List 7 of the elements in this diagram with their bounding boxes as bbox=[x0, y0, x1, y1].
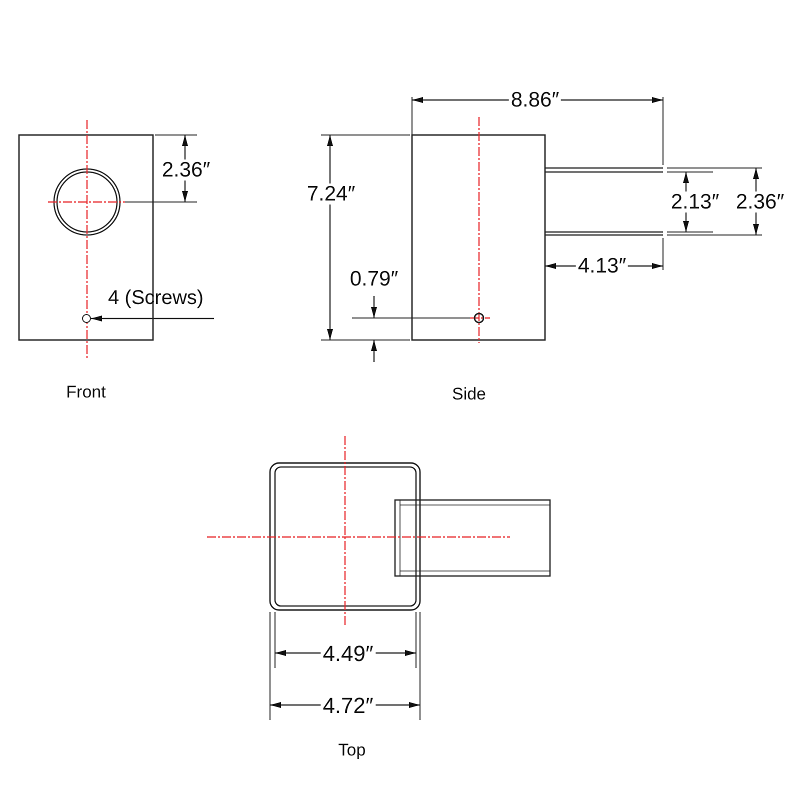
dimension-label: 2.13″ bbox=[668, 192, 722, 212]
view-label: Side bbox=[450, 386, 488, 402]
dimension-label: 2.36″ bbox=[734, 192, 786, 212]
screw-hole bbox=[82, 314, 91, 323]
dimension-label: 7.24″ bbox=[304, 184, 358, 204]
view-label: Top bbox=[336, 742, 368, 758]
dimension-label: 2.36″ bbox=[160, 160, 212, 180]
